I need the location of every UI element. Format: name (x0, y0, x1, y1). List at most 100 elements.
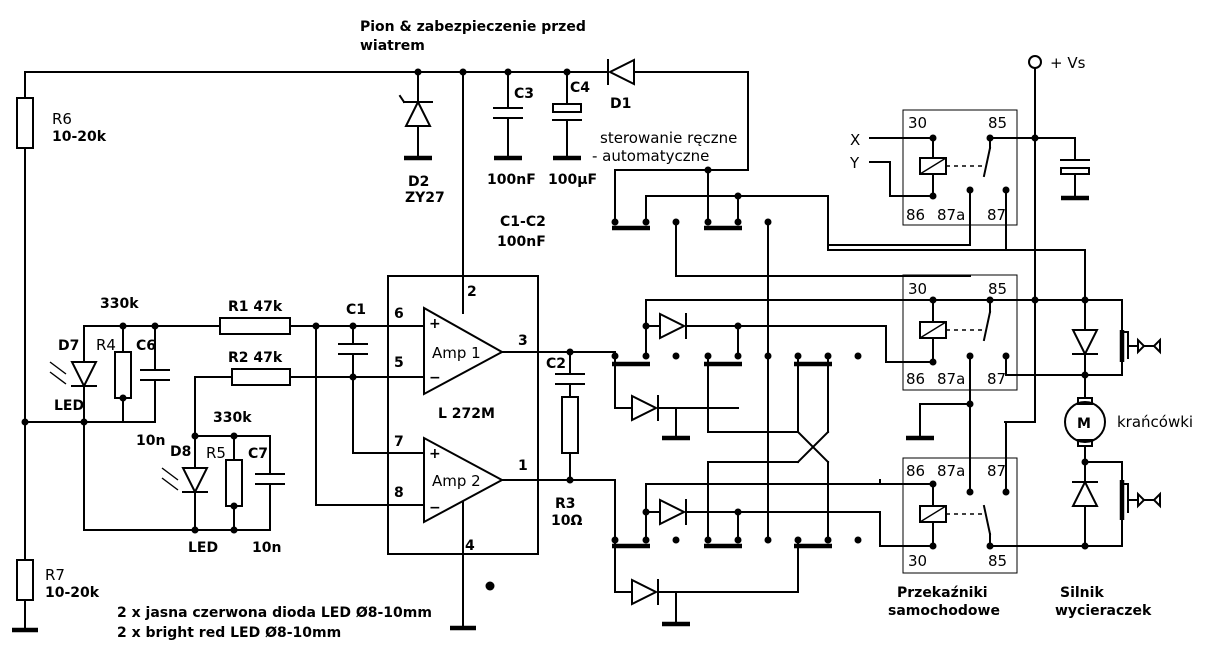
relay3-pin87: 87 (987, 462, 1006, 480)
pin-8: 8 (394, 485, 404, 501)
supply-vs: + Vs (1004, 54, 1086, 423)
c6-label: C6 (136, 338, 156, 354)
pin-7: 7 (394, 434, 404, 450)
r5-label: R5 (206, 444, 226, 462)
op-amp-2: Amp 2 + − 7 8 1 (394, 434, 528, 524)
c4-label: C4 (570, 80, 590, 96)
mode-label-2: - automatyczne (592, 147, 709, 165)
motor-label-2: wycieraczek (1055, 603, 1152, 619)
r3-value: 10Ω (551, 513, 582, 529)
title-line2: wiatrem (360, 38, 425, 54)
limit-label: krańcówki (1117, 413, 1193, 431)
output-wiring: C2 R3 10Ω (501, 348, 616, 529)
relay1-pin85: 85 (988, 114, 1007, 132)
r6-label: R6 (52, 110, 72, 128)
c2-label: C2 (546, 356, 566, 372)
r5-value: 330k (213, 410, 252, 426)
relay2-pin87: 87 (987, 370, 1006, 388)
input-x: X (850, 131, 860, 149)
relay-3: 86 87a 87 30 85 (737, 421, 1123, 574)
d8-label: D8 (170, 444, 191, 460)
amp2-minus: − (429, 500, 441, 516)
supply-label: + Vs (1050, 54, 1086, 72)
amp1-label: Amp 1 (432, 344, 481, 362)
ic-label: L 272M (438, 406, 495, 422)
relay-ground (906, 400, 974, 441)
amp1-minus: − (429, 370, 441, 386)
input-y: Y (849, 154, 860, 172)
relay2-pin85: 85 (988, 280, 1007, 298)
led-network-d8: 330k R5 C7 10n D8 LED (161, 376, 285, 556)
pin-5: 5 (394, 355, 404, 371)
note-english: 2 x bright red LED Ø8-10mm (117, 625, 341, 641)
relay1-pin86: 86 (906, 206, 925, 224)
relay3-pin30: 30 (908, 552, 927, 570)
pin-3: 3 (518, 333, 528, 349)
mode-label-1: sterowanie ręczne (600, 129, 737, 147)
c3-label: C3 (514, 86, 534, 102)
resistor-r7: R7 10-20k (12, 559, 100, 633)
relay1-pin87a: 87a (937, 206, 965, 224)
motor-label-1: Silnik (1060, 585, 1104, 601)
cap-note-2: 100nF (497, 234, 546, 250)
pin-6: 6 (394, 306, 404, 322)
input-wiring: R1 47k R2 47k C1 (83, 299, 425, 506)
c1-label: C1 (346, 302, 366, 318)
d2-label: D2 (408, 174, 429, 190)
r6-value: 10-20k (52, 129, 107, 145)
relay2-pin30: 30 (908, 280, 927, 298)
relay1-pin30: 30 (908, 114, 927, 132)
relay2-pin87a: 87a (937, 370, 965, 388)
diode-d1: D1 (607, 58, 635, 112)
motor-symbol: M (1077, 416, 1091, 432)
amp1-plus: + (429, 316, 441, 332)
capacitor-c4: C4 100µF (548, 71, 597, 188)
motor-section: M krańcówki Silnik wycieraczek (1055, 249, 1193, 619)
mode-switch (611, 166, 1086, 541)
r7-label: R7 (45, 566, 65, 584)
c4-value: 100µF (548, 172, 597, 188)
pin-2: 2 (467, 284, 477, 300)
pin-4: 4 (465, 538, 475, 554)
r2-label: R2 47k (228, 350, 283, 366)
relays-label-2: samochodowe (888, 603, 1000, 619)
relay3-pin86: 86 (906, 462, 925, 480)
note-polish: 2 x jasna czerwona dioda LED Ø8-10mm (117, 605, 432, 621)
relay3-pin87a: 87a (937, 462, 965, 480)
r3-label: R3 (555, 496, 576, 512)
supply-capacitor (1060, 137, 1090, 201)
resistor-r6: R6 10-20k (16, 97, 107, 561)
r4-label: R4 (96, 336, 116, 354)
stray-dot (485, 581, 495, 591)
capacitor-c3: C3 100nF (487, 71, 536, 188)
relay3-pin85: 85 (988, 552, 1007, 570)
led-network-d7: 330k R4 C6 10n D7 LED (21, 296, 271, 531)
d7-led: LED (54, 398, 84, 414)
r7-value: 10-20k (45, 585, 100, 601)
d7-label: D7 (58, 338, 79, 354)
upper-switch-bank (611, 299, 1086, 464)
c3-value: 100nF (487, 172, 536, 188)
c6-value: 10n (136, 433, 165, 449)
c7-label: C7 (248, 446, 268, 462)
relay-1: 30 85 86 87a 87 X Y (827, 109, 1076, 251)
top-rail (24, 68, 749, 171)
d2-value: ZY27 (405, 190, 445, 206)
relay1-pin87: 87 (987, 206, 1006, 224)
title-line1: Pion & zabezpieczenie przed (360, 19, 586, 35)
amp2-plus: + (429, 446, 441, 462)
r1-label: R1 47k (228, 299, 283, 315)
zener-d2: D2 ZY27 (398, 71, 445, 206)
relay2-pin86: 86 (906, 370, 925, 388)
c7-value: 10n (252, 540, 281, 556)
relays-label-1: Przekaźniki (897, 585, 988, 601)
d1-label: D1 (610, 96, 631, 112)
pin-1: 1 (518, 458, 528, 474)
r4-value: 330k (100, 296, 139, 312)
cap-note-1: C1-C2 (500, 214, 546, 230)
relay-2: 30 85 86 87a 87 (737, 274, 1086, 463)
lower-switch-bank (611, 461, 881, 627)
d8-led: LED (188, 540, 218, 556)
op-amp-1: Amp 1 + − 6 5 3 (394, 306, 528, 396)
